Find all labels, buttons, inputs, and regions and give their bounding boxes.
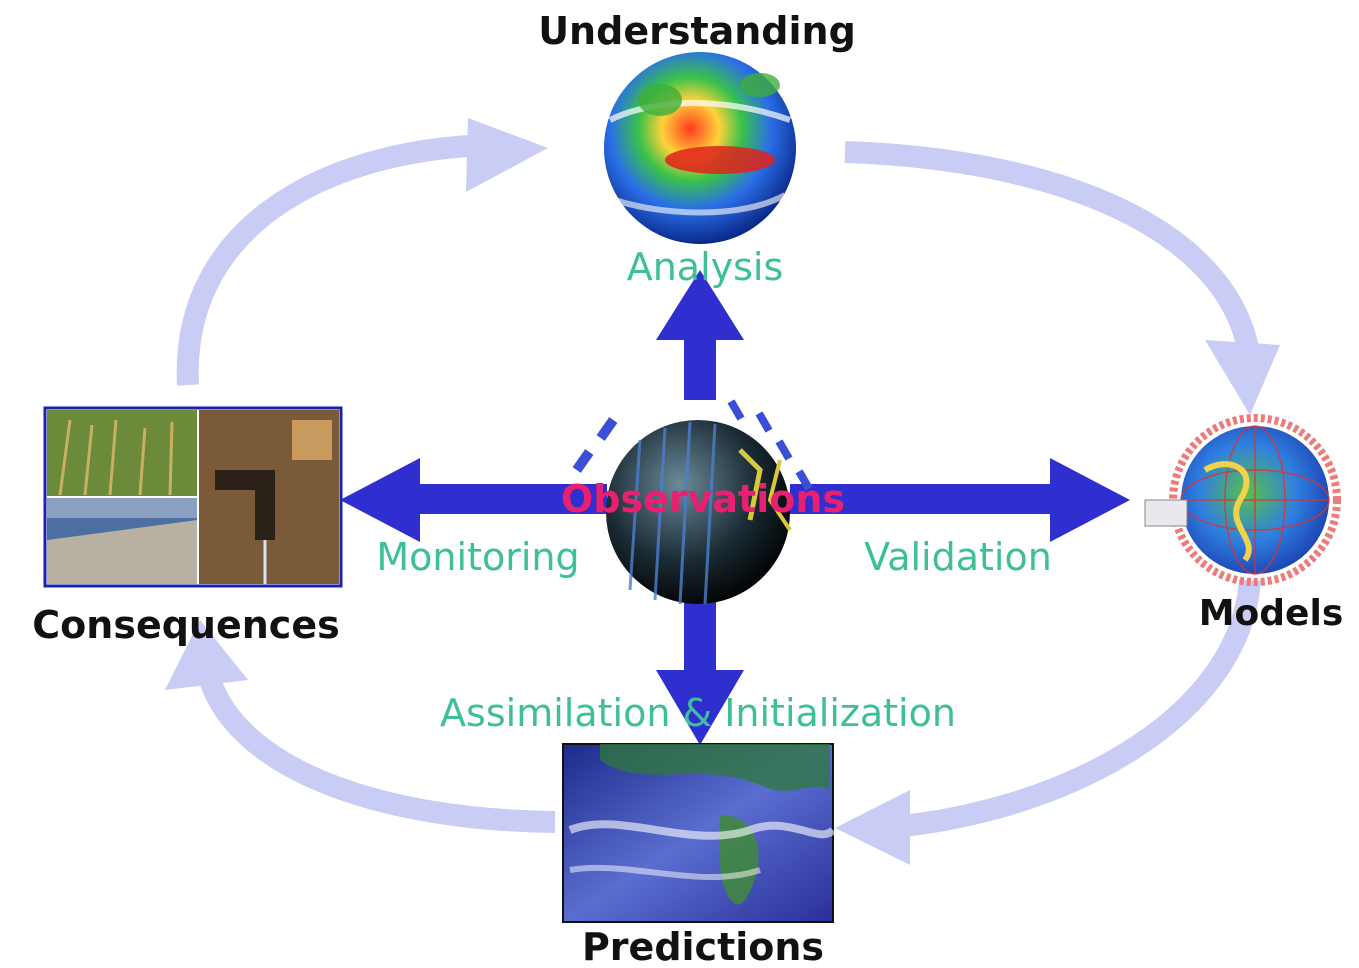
understanding-title: Understanding — [538, 9, 856, 53]
cycle-arrow-predictions-to-consequences — [199, 676, 556, 833]
cycle-arrow-models-to-predictions — [879, 579, 1261, 839]
predictions-title: Predictions — [582, 925, 824, 968]
cycle-arrowhead-understanding — [466, 118, 548, 192]
arrow-up-shaft — [684, 330, 716, 400]
analysis-label: Analysis — [627, 245, 784, 289]
arrow-left-head — [340, 458, 420, 542]
cycle-arrow-understanding-to-models — [844, 141, 1261, 362]
cycle-arrowhead-consequences — [165, 620, 248, 690]
arrow-up-head — [656, 270, 744, 340]
arrow-left-shaft — [412, 484, 607, 514]
cycle-arrowhead-models — [1205, 340, 1280, 415]
cycle-arrowhead-predictions — [835, 790, 910, 865]
models-title: Models — [1199, 593, 1344, 634]
main-arrows — [340, 270, 1130, 745]
cycle-arrowheads — [165, 118, 1280, 865]
arrow-right-shaft — [790, 484, 1055, 514]
cycle-arrows — [176, 134, 1261, 839]
models-globe-icon — [1144, 414, 1341, 586]
arrow-down-head — [656, 670, 744, 745]
arrow-right-head — [1050, 458, 1130, 542]
arrow-down-shaft — [684, 590, 716, 680]
observations-title: Observations — [561, 477, 845, 521]
consequences-title: Consequences — [32, 603, 339, 647]
predictions-weather-map-icon — [562, 743, 837, 923]
understanding-globe-icon — [604, 52, 796, 244]
validation-label: Validation — [864, 535, 1052, 579]
monitoring-label: Monitoring — [376, 535, 579, 579]
assimilation-initialization-label: Assimilation & Initialization — [440, 691, 956, 735]
cycle-arrow-consequences-to-understanding — [176, 134, 491, 386]
observations-globe-icon — [572, 399, 813, 605]
consequences-photo-collage-icon — [43, 406, 343, 588]
